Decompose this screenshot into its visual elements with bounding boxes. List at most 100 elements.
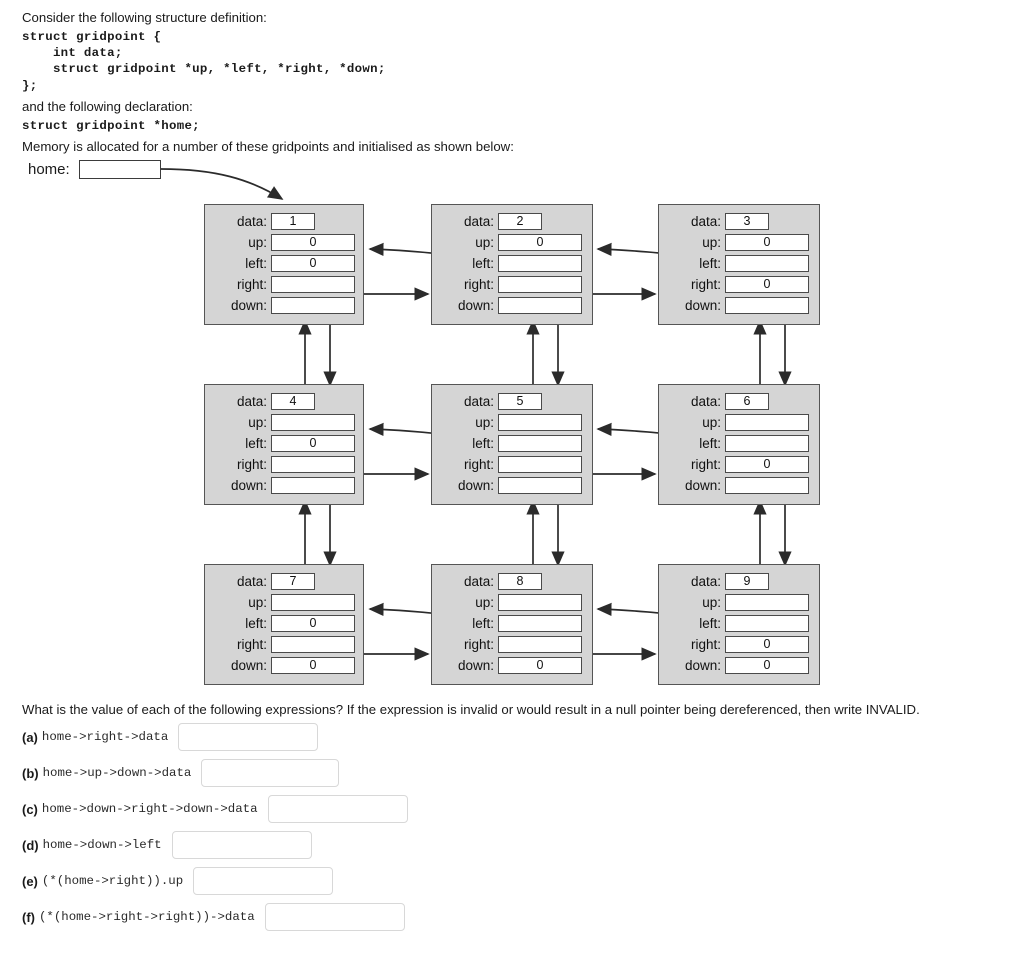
answer-tag-d: (d)	[22, 837, 39, 853]
field-label-right: right:	[236, 277, 267, 292]
answer-tag-f: (f)	[22, 909, 35, 925]
field-value-data: 4	[271, 393, 315, 410]
field-value-right: 0	[725, 276, 809, 293]
field-label-up: up:	[248, 235, 267, 250]
field-value-data: 9	[725, 573, 769, 590]
field-label-up: up:	[475, 415, 494, 430]
field-row-right: right: 0	[659, 455, 819, 474]
field-label-right: right:	[690, 457, 721, 472]
field-row-down: down:	[205, 296, 363, 315]
field-value-data: 2	[498, 213, 542, 230]
field-row-right: right:	[205, 635, 363, 654]
field-row-up: up:	[205, 593, 363, 612]
answer-input-c[interactable]	[267, 795, 408, 823]
field-value-left: 0	[271, 615, 355, 632]
gridpoint-node-2: data: 2 up: 0 left: right: down:	[431, 204, 593, 325]
field-value-data: 1	[271, 213, 315, 230]
field-label-left: left:	[472, 256, 494, 271]
field-value-right	[271, 456, 355, 473]
answer-input-f[interactable]	[264, 903, 405, 931]
field-label-up: up:	[702, 415, 721, 430]
field-value-left: 0	[271, 255, 355, 272]
field-row-data: data: 3	[659, 212, 819, 231]
answer-row-f: (f) (*(home->right->right))->data	[22, 903, 405, 931]
field-row-data: data: 9	[659, 572, 819, 591]
field-row-left: left: 0	[205, 614, 363, 633]
field-value-data: 7	[271, 573, 315, 590]
field-row-left: left:	[432, 254, 592, 273]
field-label-right: right:	[463, 277, 494, 292]
field-row-left: left: 0	[205, 254, 363, 273]
field-row-up: up:	[205, 413, 363, 432]
field-value-up	[498, 594, 582, 611]
answer-row-d: (d) home->down->left	[22, 831, 312, 859]
field-value-down: 0	[725, 657, 809, 674]
field-label-left: left:	[245, 616, 267, 631]
field-label-right: right:	[463, 457, 494, 472]
field-value-right	[271, 276, 355, 293]
field-label-up: up:	[475, 235, 494, 250]
field-label-data: data:	[690, 574, 721, 589]
answer-expression-d: home->down->left	[42, 838, 162, 852]
question-prompt: What is the value of each of the followi…	[22, 702, 920, 717]
answer-input-b[interactable]	[201, 759, 340, 787]
gridpoint-node-5: data: 5 up: left: right: down:	[431, 384, 593, 505]
answer-tag-c: (c)	[22, 801, 38, 817]
field-row-left: left:	[432, 434, 592, 453]
field-label-down: down:	[684, 298, 721, 313]
field-row-down: down: 0	[659, 656, 819, 675]
field-value-up	[725, 414, 809, 431]
answer-expression-a: home->right->data	[41, 730, 169, 744]
field-label-data: data:	[236, 214, 267, 229]
field-row-down: down:	[659, 476, 819, 495]
field-value-down	[498, 297, 582, 314]
field-label-right: right:	[690, 277, 721, 292]
field-row-right: right: 0	[659, 635, 819, 654]
field-label-left: left:	[472, 436, 494, 451]
field-value-left	[498, 255, 582, 272]
field-label-down: down:	[230, 298, 267, 313]
field-value-up	[271, 594, 355, 611]
field-label-left: left:	[699, 436, 721, 451]
field-row-data: data: 4	[205, 392, 363, 411]
field-row-data: data: 1	[205, 212, 363, 231]
field-value-right	[498, 276, 582, 293]
field-label-down: down:	[230, 658, 267, 673]
field-row-up: up:	[432, 593, 592, 612]
field-label-right: right:	[236, 637, 267, 652]
field-label-up: up:	[248, 415, 267, 430]
field-row-data: data: 6	[659, 392, 819, 411]
field-value-data: 3	[725, 213, 769, 230]
answer-expression-e: (*(home->right)).up	[41, 874, 184, 888]
field-value-down	[725, 477, 809, 494]
field-label-left: left:	[699, 256, 721, 271]
field-value-right	[498, 636, 582, 653]
field-label-left: left:	[245, 256, 267, 271]
answer-input-a[interactable]	[178, 723, 319, 751]
answer-input-d[interactable]	[171, 831, 312, 859]
answer-expression-b: home->up->down->data	[42, 766, 192, 780]
gridpoint-node-3: data: 3 up: 0 left: right: 0 down:	[658, 204, 820, 325]
gridpoint-node-7: data: 7 up: left: 0 right: down: 0	[204, 564, 364, 685]
field-label-down: down:	[457, 298, 494, 313]
field-row-data: data: 2	[432, 212, 592, 231]
field-label-data: data:	[236, 574, 267, 589]
field-value-data: 8	[498, 573, 542, 590]
field-value-left: 0	[271, 435, 355, 452]
field-value-up: 0	[725, 234, 809, 251]
gridpoint-node-6: data: 6 up: left: right: 0 down:	[658, 384, 820, 505]
field-row-left: left:	[659, 614, 819, 633]
field-row-right: right:	[432, 275, 592, 294]
answer-expression-f: (*(home->right->right))->data	[39, 910, 255, 924]
field-label-data: data:	[690, 394, 721, 409]
answer-input-e[interactable]	[193, 867, 334, 895]
field-label-left: left:	[699, 616, 721, 631]
field-label-right: right:	[463, 637, 494, 652]
field-label-down: down:	[457, 658, 494, 673]
field-label-right: right:	[690, 637, 721, 652]
field-row-data: data: 7	[205, 572, 363, 591]
field-row-data: data: 8	[432, 572, 592, 591]
gridpoint-node-1: data: 1 up: 0 left: 0 right: down:	[204, 204, 364, 325]
field-row-right: right:	[205, 275, 363, 294]
field-value-right: 0	[725, 456, 809, 473]
